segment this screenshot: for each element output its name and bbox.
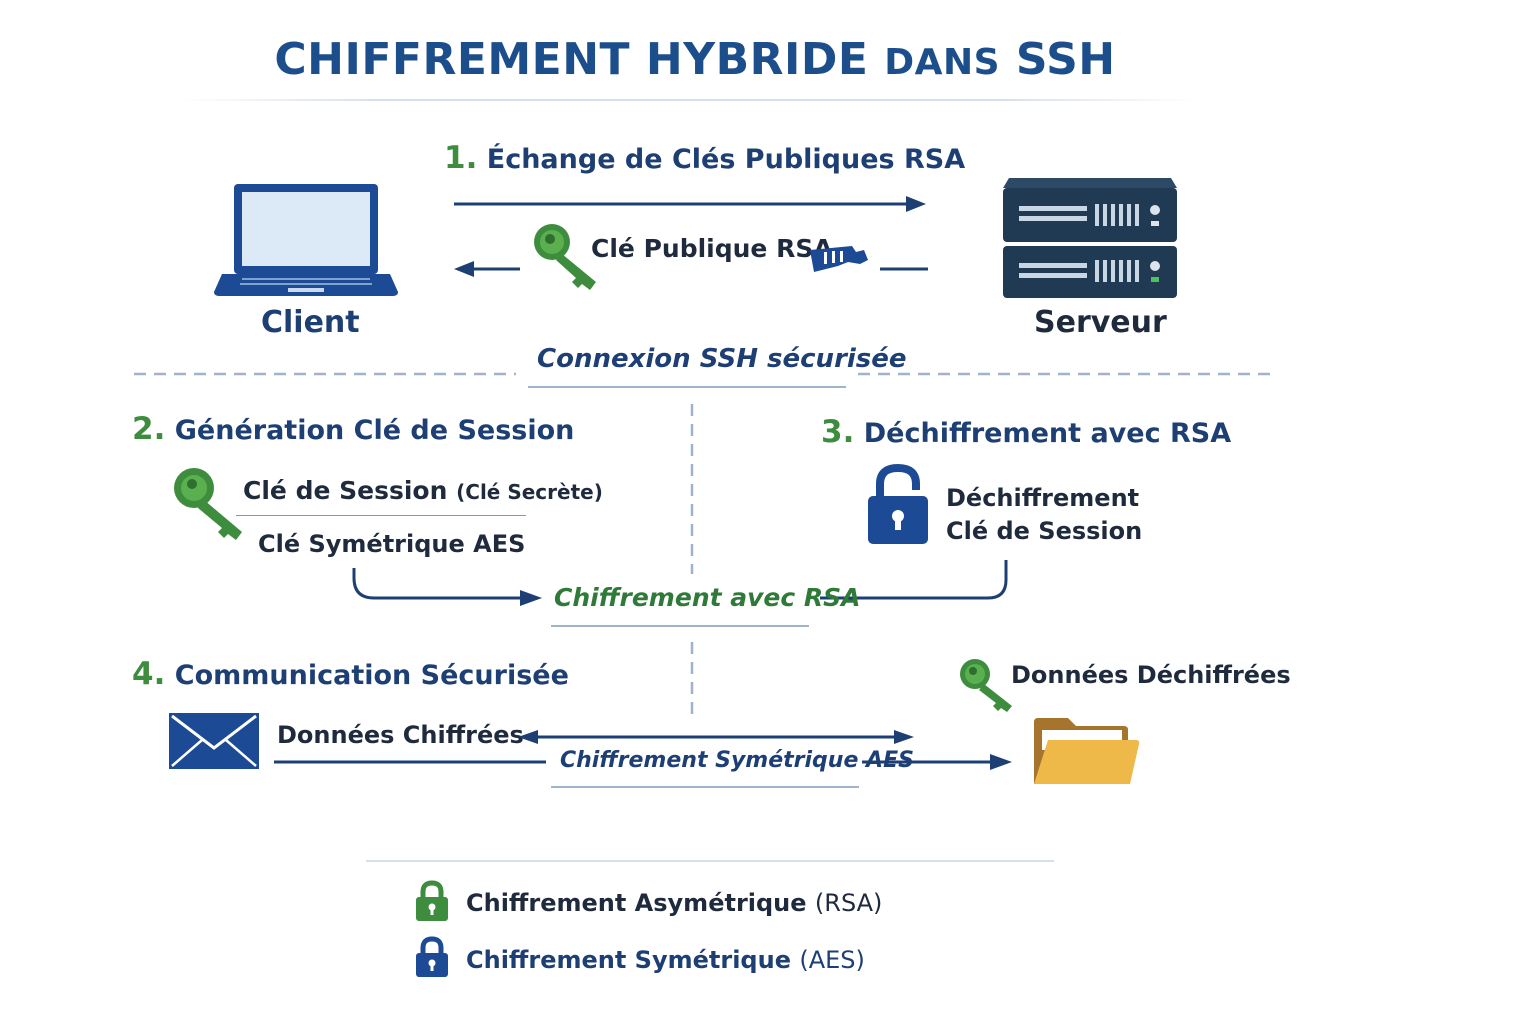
decrypt-session-text: Déchiffrement Clé de Session	[946, 482, 1142, 548]
unlock-icon	[868, 463, 928, 544]
rsa-label-underline	[551, 625, 809, 627]
session-key-icon	[174, 468, 242, 540]
green-lock-icon	[416, 880, 448, 921]
title-divider	[180, 99, 1200, 101]
step1-heading: 1. Échange de Clés Publiques RSA	[444, 140, 966, 176]
center-dashed-line	[690, 404, 694, 722]
aes-label-underline	[551, 786, 859, 788]
connection-underline	[528, 386, 846, 388]
connection-dashed-line	[134, 372, 1274, 376]
aes-label: Chiffrement Symétrique AES	[560, 748, 914, 773]
legend-symmetric: Chiffrement Symétrique (AES)	[466, 946, 865, 974]
client-label: Client	[261, 305, 360, 340]
step2-heading: 2. Génération Clé de Session	[132, 411, 575, 447]
folder-icon	[1034, 718, 1140, 784]
decrypt-line2: Clé de Session	[946, 517, 1143, 545]
legend-divider	[366, 860, 1054, 862]
step3-heading: 3. Déchiffrement avec RSA	[821, 414, 1232, 450]
page-title: CHIFFREMENT HYBRIDE DANS SSH	[274, 34, 1116, 85]
session-key-label: Clé de Session (Clé Secrète)	[243, 476, 603, 505]
decrypt-line1: Déchiffrement	[946, 484, 1140, 512]
key-blade-icon	[810, 246, 868, 272]
session-key-divider	[236, 515, 526, 516]
connection-label: Connexion SSH sécurisée	[537, 344, 907, 374]
key-exchange-arrows	[454, 196, 928, 277]
server-label: Serveur	[1034, 305, 1167, 340]
aes-flow-arrows	[274, 730, 1012, 770]
server-icon	[1003, 178, 1177, 298]
symmetric-key-label: Clé Symétrique AES	[258, 530, 526, 558]
decrypted-data-label: Données Déchiffrées	[1011, 661, 1291, 689]
public-key-icon	[534, 224, 596, 290]
blue-lock-icon	[416, 936, 448, 977]
decrypted-key-icon	[960, 659, 1012, 712]
encrypted-data-label: Données Chiffrées	[277, 721, 524, 749]
rsa-encryption-label: Chiffrement avec RSA	[554, 583, 861, 612]
legend-asymmetric: Chiffrement Asymétrique (RSA)	[466, 889, 883, 917]
rsa-flow-arrows	[352, 560, 1008, 606]
step4-heading: 4. Communication Sécurisée	[132, 656, 569, 692]
laptop-icon	[214, 184, 398, 296]
public-key-label: Clé Publique RSA	[591, 234, 833, 263]
envelope-icon	[169, 713, 259, 769]
